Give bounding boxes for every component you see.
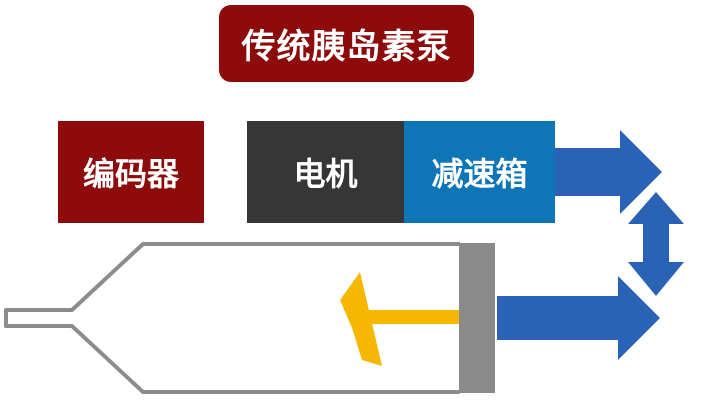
syringe-barrel: [4, 242, 460, 394]
vertical-transfer-arrow: [628, 192, 684, 296]
encoder-box: 编码器: [58, 121, 204, 223]
gearbox-output-arrow: [555, 130, 662, 214]
motor-box: 电机: [247, 121, 404, 223]
gearbox-box: 减速箱: [404, 121, 555, 223]
pump-title: 传统胰岛素泵: [219, 5, 474, 82]
plunger-rod: [350, 310, 459, 324]
syringe-piston: [459, 243, 495, 393]
plunger-head: [340, 272, 382, 366]
piston-drive-arrow: [497, 276, 660, 360]
